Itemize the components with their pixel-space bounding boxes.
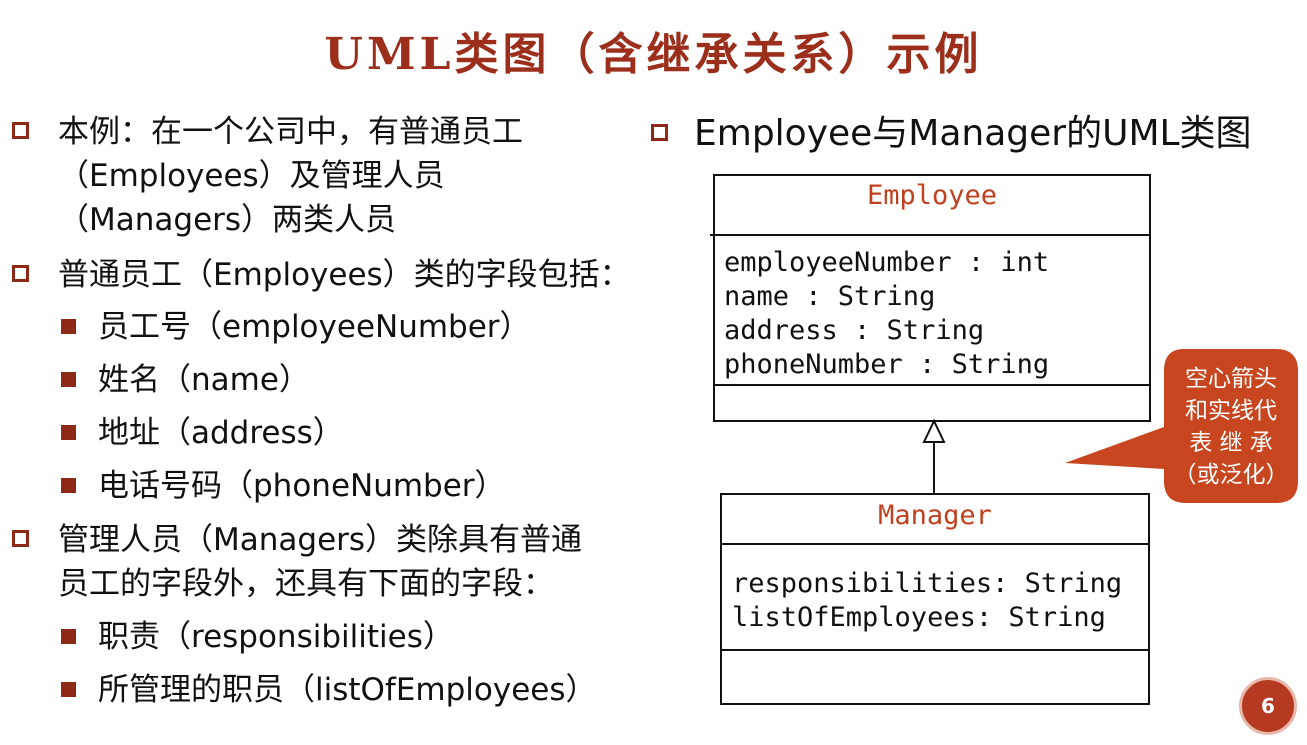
filled-square-bullet-icon xyxy=(61,372,76,387)
manager-class-box xyxy=(720,493,1150,705)
bullet1-line2: （Employees）及管理人员 xyxy=(58,158,445,194)
hollow-square-bullet-icon xyxy=(12,530,29,547)
callout-line3: 表 继 承 xyxy=(1189,430,1273,456)
manager-attr-responsibilities: responsibilities: String xyxy=(732,568,1123,599)
filled-square-bullet-icon xyxy=(61,425,76,440)
bullet3-line1: 管理人员（Managers）类除具有普通 xyxy=(58,522,583,558)
manager-attr-divider xyxy=(722,649,1148,651)
bullet3-line2: 员工的字段外，还具有下面的字段： xyxy=(58,566,554,602)
bullet2-text: 普通员工（Employees）类的字段包括： xyxy=(58,257,631,293)
bullet2-item-employee-number: 员工号（employeeNumber） xyxy=(98,309,531,345)
hollow-square-bullet-icon xyxy=(12,265,29,282)
employee-attr-name: name : String xyxy=(724,281,936,312)
bullet1-line3: （Managers）两类人员 xyxy=(58,202,397,238)
filled-square-bullet-icon xyxy=(61,478,76,493)
bullet2-item-name: 姓名（name） xyxy=(98,362,310,398)
employee-class-box xyxy=(713,174,1151,422)
hollow-triangle-arrowhead-icon xyxy=(922,418,946,443)
bullet3-item-list-of-employees: 所管理的职员（listOfEmployees） xyxy=(98,672,597,708)
callout-line1: 空心箭头 xyxy=(1185,366,1277,392)
inheritance-arrow xyxy=(922,418,946,494)
filled-square-bullet-icon xyxy=(61,319,76,334)
bullet2-item-phone-number: 电话号码（phoneNumber） xyxy=(98,468,506,504)
hollow-square-bullet-icon xyxy=(651,124,668,141)
employee-attr-employee-number: employeeNumber : int xyxy=(724,247,1050,278)
filled-square-bullet-icon xyxy=(61,629,76,644)
bullet2-item-address: 地址（address） xyxy=(98,415,344,451)
callout-bubble xyxy=(1065,349,1298,503)
hollow-square-bullet-icon xyxy=(12,122,29,139)
employee-name-divider xyxy=(710,234,1149,236)
bullet3-item-responsibilities: 职责（responsibilities） xyxy=(98,619,454,655)
bullet1-line1: 本例：在一个公司中，有普通员工 xyxy=(58,114,523,150)
employee-attr-address: address : String xyxy=(724,315,985,346)
manager-name-divider xyxy=(722,543,1148,545)
page-number-badge: 6 xyxy=(1239,677,1297,735)
employee-class-name: Employee xyxy=(866,180,998,211)
employee-attr-phone-number: phoneNumber : String xyxy=(724,349,1050,380)
diagram-heading: Employee与Manager的UML类图 xyxy=(694,113,1252,154)
manager-class-name: Manager xyxy=(878,500,992,531)
manager-attr-list-of-employees: listOfEmployees: String xyxy=(732,602,1106,633)
slide-title: UML类图（含继承关系）示例 xyxy=(324,29,983,80)
callout-line2: 和实线代 xyxy=(1185,398,1277,424)
employee-attr-divider xyxy=(713,384,1149,386)
callout-line4: （或泛化） xyxy=(1173,462,1289,488)
filled-square-bullet-icon xyxy=(61,682,76,697)
